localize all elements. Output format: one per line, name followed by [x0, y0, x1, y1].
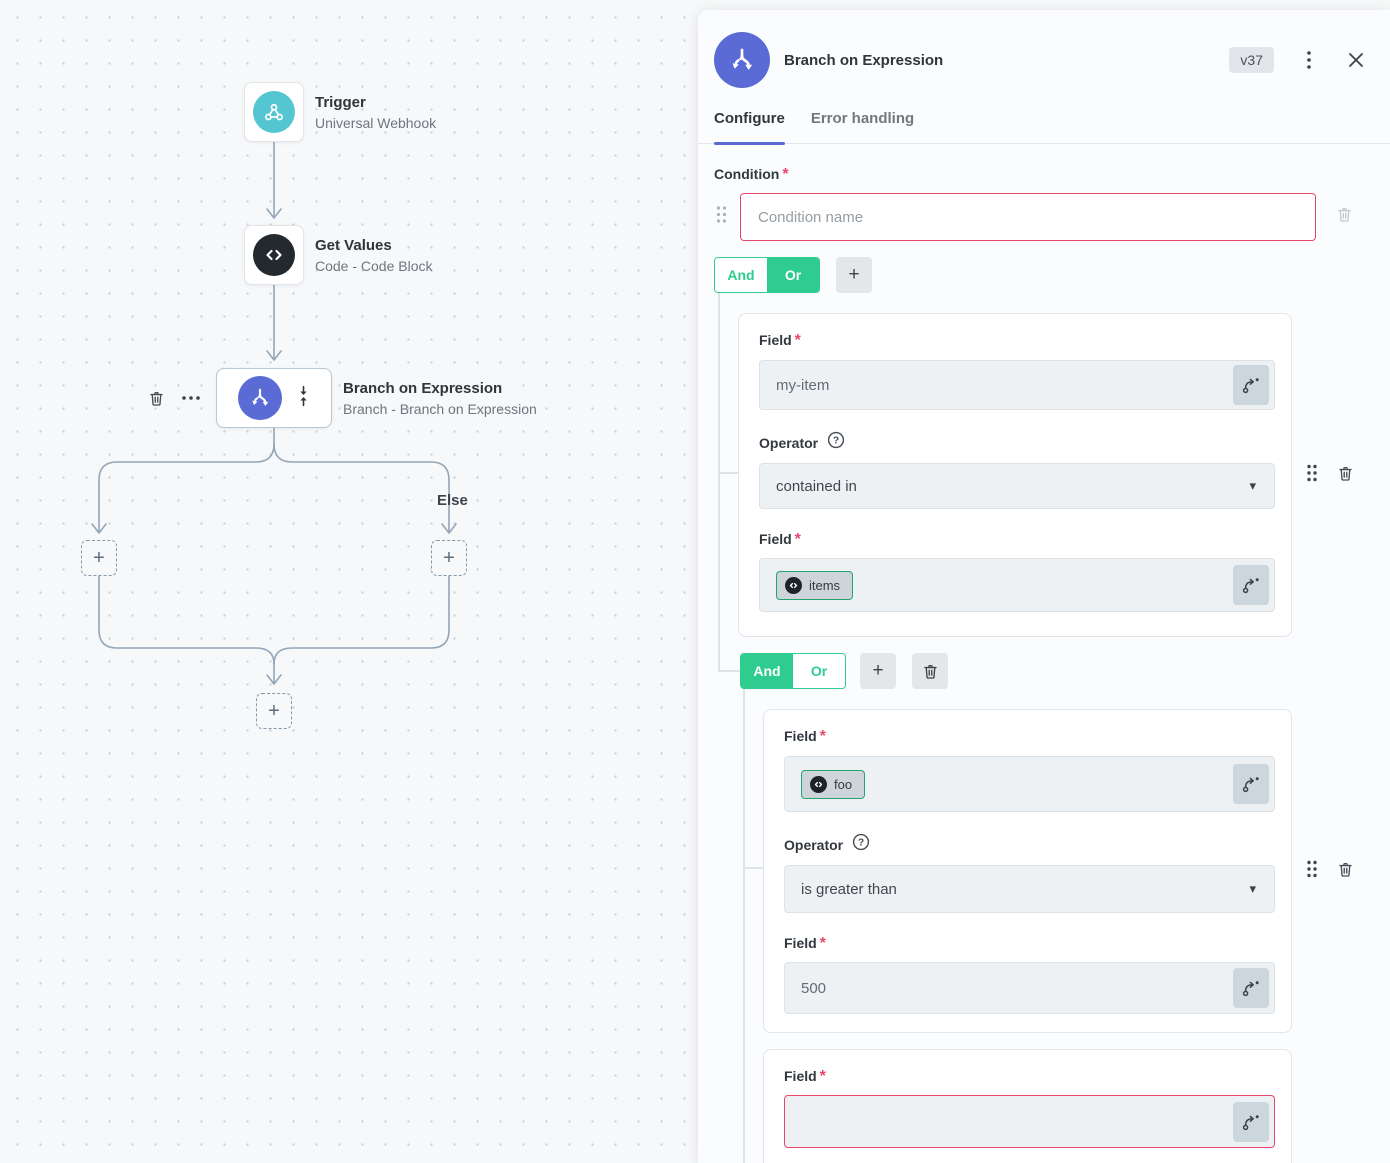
card2-row-tools [1304, 858, 1355, 885]
field-input-500[interactable]: 500 [784, 962, 1275, 1014]
add-condition-button[interactable]: + [836, 257, 872, 293]
field-input-foo[interactable]: foo [784, 756, 1275, 812]
condition-name-input[interactable] [740, 193, 1316, 241]
add-condition-button[interactable]: + [860, 653, 896, 689]
field-value: my-item [776, 376, 830, 394]
help-icon[interactable]: ? [852, 833, 870, 856]
branch-icon [714, 32, 770, 88]
operator-label-row: Operator ? [759, 431, 1273, 454]
field-label: Field* [759, 332, 801, 349]
operator-value: is greater than [801, 880, 897, 898]
node-get-values-label: Get Values Code - Code Block [315, 237, 433, 274]
plus-icon: + [93, 546, 105, 569]
data-chip-items[interactable]: items [776, 570, 854, 600]
toggle-and[interactable]: And [715, 258, 767, 292]
help-icon[interactable]: ? [827, 431, 845, 454]
node-get-values[interactable] [244, 225, 304, 285]
chip-label: foo [834, 776, 853, 792]
plus-icon: + [443, 546, 455, 569]
step-config-panel: Branch on Expression v37 Configure Error… [698, 10, 1390, 1163]
field-input-my-item[interactable]: my-item [759, 360, 1275, 410]
drag-handle-icon[interactable] [1304, 858, 1320, 885]
delete-node-icon[interactable] [146, 388, 166, 408]
add-step-branch-else[interactable]: + [431, 540, 467, 576]
map-data-icon[interactable] [1233, 764, 1269, 804]
delete-row-icon[interactable] [1336, 860, 1355, 884]
toggle-or[interactable]: Or [793, 654, 845, 688]
code-icon [810, 775, 827, 793]
data-chip-foo[interactable]: foo [801, 769, 866, 799]
drag-handle-icon[interactable] [1304, 462, 1320, 489]
version-badge: v37 [1229, 47, 1274, 73]
workflow-edges [91, 141, 457, 685]
delete-row-icon[interactable] [1336, 464, 1355, 488]
branch-icon [237, 376, 282, 420]
panel-title: Branch on Expression [784, 51, 944, 69]
plus-icon: + [848, 264, 860, 285]
add-step-after-merge[interactable]: + [256, 693, 292, 729]
group-connector-line [718, 293, 720, 671]
and-or-toggle-outer[interactable]: And Or [714, 257, 820, 293]
group-connector-elbow [718, 670, 740, 672]
tab-error-handling[interactable]: Error handling [810, 110, 915, 127]
card1-row-tools [1304, 462, 1355, 489]
code-icon [785, 576, 802, 594]
drag-handle-icon[interactable] [714, 204, 729, 230]
and-or-toggle-nested[interactable]: And Or [740, 653, 846, 689]
add-step-branch-left[interactable]: + [81, 540, 117, 576]
field-value: 500 [801, 979, 827, 997]
close-panel-icon[interactable] [1342, 46, 1370, 74]
toggle-or[interactable]: Or [767, 258, 819, 292]
condition-card-3: Field* [763, 1049, 1292, 1163]
operator-label-row: Operator ? [784, 833, 1273, 856]
webhook-icon [253, 91, 295, 133]
plus-icon: + [872, 660, 884, 681]
delete-group-button[interactable] [912, 653, 948, 689]
panel-tabs: Configure Error handling [698, 110, 1390, 145]
plus-icon: + [268, 699, 280, 722]
swap-order-icon[interactable] [296, 383, 311, 414]
svg-text:?: ? [858, 838, 864, 849]
field-input-empty[interactable] [784, 1095, 1275, 1148]
kebab-menu-icon[interactable] [1296, 45, 1322, 75]
svg-text:?: ? [833, 436, 839, 447]
toggle-and[interactable]: And [741, 654, 793, 688]
map-data-icon[interactable] [1233, 565, 1269, 605]
field-label: Field* [784, 1068, 826, 1085]
panel-header: Branch on Expression v37 [698, 10, 1390, 110]
map-data-icon[interactable] [1233, 365, 1269, 405]
field-label: Field* [784, 728, 826, 745]
operator-select[interactable]: contained in ▾ [759, 463, 1275, 509]
node-branch-label: Branch on Expression Branch - Branch on … [343, 380, 537, 417]
caret-down-icon: ▾ [1249, 478, 1256, 493]
group-connector-stub [718, 472, 738, 474]
field-label: Field* [784, 935, 826, 952]
delete-condition-icon-disabled [1335, 205, 1354, 229]
more-options-icon[interactable] [180, 392, 202, 404]
map-data-icon[interactable] [1233, 968, 1269, 1008]
map-data-icon[interactable] [1233, 1101, 1269, 1142]
field-label: Field* [759, 531, 801, 548]
tab-configure[interactable]: Configure [714, 110, 785, 145]
subgroup-connector-line [743, 689, 745, 1163]
code-icon [253, 234, 295, 276]
caret-down-icon: ▾ [1249, 881, 1256, 896]
else-branch-label: Else [437, 492, 468, 509]
operator-value: contained in [776, 477, 857, 495]
node-branch[interactable] [216, 368, 332, 428]
node-trigger-label: Trigger Universal Webhook [315, 94, 437, 131]
condition-card-2: Field* foo [763, 709, 1292, 1033]
subgroup-connector-stub [743, 867, 763, 869]
condition-card-1: Field* my-item Operator [738, 313, 1292, 637]
operator-select[interactable]: is greater than ▾ [784, 865, 1275, 913]
condition-row [714, 193, 1374, 241]
field-input-items[interactable]: items [759, 558, 1275, 612]
node-trigger[interactable] [244, 82, 304, 142]
condition-label: Condition* [714, 166, 789, 183]
chip-label: items [809, 577, 841, 593]
